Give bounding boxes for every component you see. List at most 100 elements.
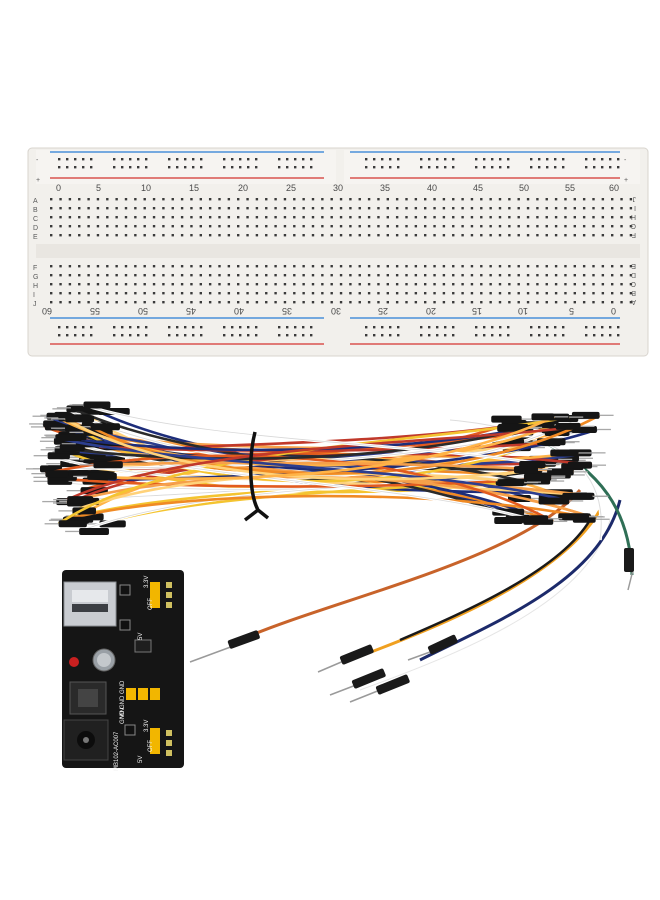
breadboard-hole — [255, 234, 259, 237]
breadboard-hole — [237, 207, 240, 210]
breadboard-hole — [554, 283, 558, 286]
col-number: 10 — [518, 306, 528, 316]
breadboard-hole — [452, 198, 455, 201]
breadboard-hole — [620, 283, 623, 286]
breadboard-hole — [50, 216, 53, 219]
breadboard-hole — [499, 326, 502, 329]
breadboard-hole — [176, 158, 179, 161]
breadboard-hole — [274, 274, 277, 277]
breadboard-hole — [564, 301, 567, 304]
breadboard-hole — [255, 334, 258, 337]
breadboard-hole — [593, 334, 596, 337]
breadboard-hole — [90, 334, 93, 337]
breadboard-hole — [461, 216, 464, 219]
breadboard-hole — [311, 274, 315, 277]
breadboard-hole — [200, 334, 203, 337]
breadboard-hole — [237, 216, 240, 219]
breadboard-hole — [68, 274, 72, 277]
breadboard-hole — [190, 265, 193, 268]
breadboard-hole — [545, 283, 548, 286]
breadboard-hole — [582, 225, 586, 228]
jumper-wire — [87, 415, 555, 480]
breadboard-hole — [629, 292, 633, 295]
breadboard-hole — [414, 292, 418, 295]
breadboard-hole — [424, 234, 427, 237]
breadboard-hole — [433, 301, 436, 304]
breadboard-hole — [255, 207, 259, 210]
breadboard-hole — [218, 301, 221, 304]
breadboard-hole — [115, 292, 118, 295]
breadboard-hole — [436, 158, 439, 161]
breadboard-hole — [611, 216, 614, 219]
breadboard-hole — [208, 198, 212, 201]
breadboard-hole — [143, 234, 146, 237]
jumper-connector — [497, 423, 529, 431]
breadboard-hole — [611, 225, 614, 228]
breadboard-hole — [480, 274, 483, 277]
breadboard-hole — [536, 207, 539, 210]
breadboard-hole — [171, 301, 174, 304]
breadboard-hole — [601, 274, 605, 277]
breadboard-hole — [278, 326, 281, 329]
breadboard-hole — [208, 265, 212, 268]
breadboard-hole — [358, 225, 361, 228]
breadboard-hole — [59, 225, 62, 228]
breadboard-hole — [414, 198, 418, 201]
breadboard-hole — [180, 198, 184, 201]
col-number: 30 — [333, 183, 343, 193]
breadboard-hole — [349, 207, 352, 210]
rail-plus-label-right: + — [624, 177, 628, 184]
breadboard-hole — [433, 207, 436, 210]
breadboard-hole — [629, 265, 633, 268]
breadboard-hole — [134, 292, 137, 295]
col-number: 25 — [378, 306, 388, 316]
row-letter: A — [33, 198, 38, 205]
breadboard-hole — [442, 216, 446, 219]
breadboard-hole — [330, 283, 333, 286]
breadboard-hole — [78, 234, 81, 237]
breadboard-hole — [321, 265, 324, 268]
breadboard-hole — [498, 292, 502, 295]
breadboard-hole — [444, 158, 447, 161]
breadboard-hole — [255, 301, 259, 304]
breadboard-hole — [620, 216, 623, 219]
breadboard-hole — [168, 326, 171, 329]
breadboard-hole — [58, 158, 61, 161]
breadboard-hole — [237, 274, 240, 277]
breadboard-hole — [405, 301, 408, 304]
breadboard-hole — [152, 198, 156, 201]
breadboard-hole — [162, 216, 165, 219]
breadboard-hole — [286, 334, 289, 337]
jumper-wire — [93, 461, 574, 474]
breadboard-hole — [115, 283, 118, 286]
breadboard-hole — [246, 274, 249, 277]
breadboard-hole — [339, 292, 343, 295]
breadboard-hole — [134, 283, 137, 286]
breadboard-hole — [145, 326, 148, 329]
breadboard-hole — [180, 283, 184, 286]
breadboard-hole — [293, 265, 296, 268]
breadboard-hole — [87, 301, 90, 304]
breadboard-hole — [192, 166, 195, 169]
breadboard-hole — [508, 225, 511, 228]
breadboard-hole — [274, 216, 277, 219]
breadboard-hole — [74, 334, 77, 337]
breadboard-hole — [50, 225, 53, 228]
breadboard-hole — [508, 265, 511, 268]
col-number: 45 — [186, 306, 196, 316]
breadboard-hole — [106, 225, 109, 228]
row-letter: G — [33, 274, 38, 281]
breadboard-hole — [433, 283, 436, 286]
row-letter: J — [633, 195, 637, 202]
breadboard-hole — [199, 292, 202, 295]
breadboard-hole — [321, 225, 324, 228]
breadboard-hole — [592, 207, 595, 210]
breadboard-hole — [386, 292, 389, 295]
breadboard-hole — [433, 216, 436, 219]
breadboard-hole — [129, 166, 132, 169]
breadboard-hole — [452, 292, 455, 295]
breadboard-hole — [582, 292, 586, 295]
breadboard-hole — [59, 283, 62, 286]
breadboard-hole — [78, 207, 81, 210]
breadboard-hole — [470, 216, 474, 219]
